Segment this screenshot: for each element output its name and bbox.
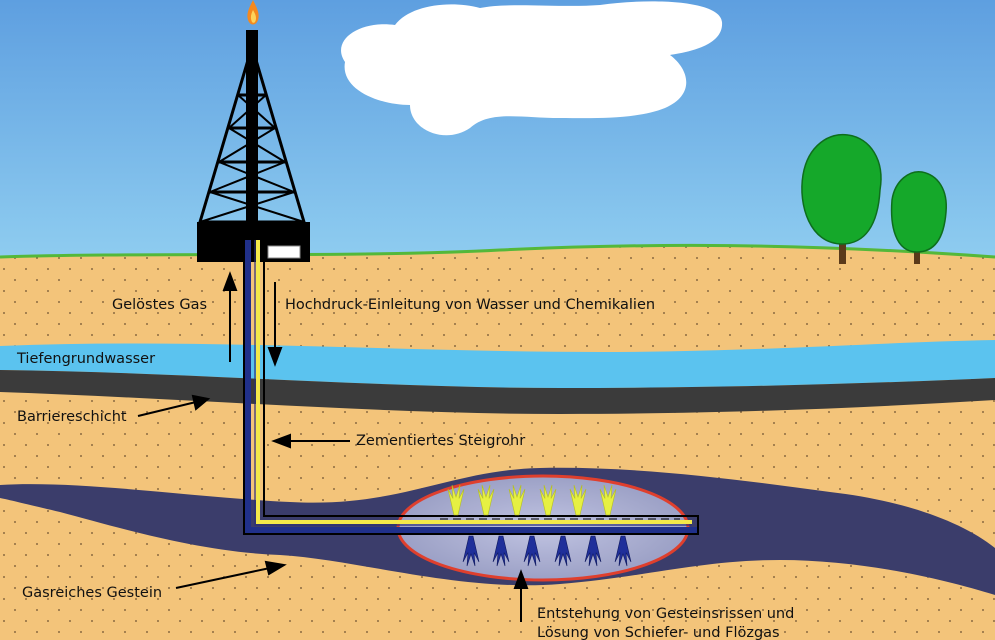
fracture-spark-lower — [462, 535, 480, 567]
tree-left — [801, 133, 882, 264]
fracture-symbols-lower — [462, 535, 632, 567]
flame-core — [250, 10, 256, 23]
label-deep-groundwater: Tiefengrundwasser — [17, 351, 156, 367]
fracture-symbols-upper — [447, 484, 617, 516]
well-casing — [243, 262, 699, 535]
label-barrier-layer: Barriereschicht — [17, 409, 127, 425]
drilling-derrick — [197, 30, 310, 262]
arrows — [137, 271, 529, 622]
arrow-injection-down-head — [267, 347, 283, 367]
fracture-spark-lower — [614, 535, 632, 567]
label-gas-rich-rock: Gasreiches Gestein — [22, 585, 163, 601]
grass-line — [0, 243, 995, 259]
well-pipe-inner — [256, 240, 692, 524]
arrow-riser-head — [271, 433, 291, 449]
label-dissolved-gas: Gelöstes Gas — [112, 297, 208, 313]
fracture-spark-upper — [477, 484, 495, 516]
arrow-gas-rock-head — [264, 560, 287, 576]
fracture-spark-lower — [554, 535, 572, 567]
label-cemented-riser: Zementiertes Steigrohr — [356, 433, 526, 449]
fracture-spark-lower — [584, 535, 602, 567]
fracture-spark-upper — [569, 484, 587, 516]
cloud — [341, 1, 723, 136]
arrow-barrier — [137, 401, 197, 417]
fracture-spark-upper — [447, 484, 465, 516]
label-fracture-line2: Lösung von Schiefer- und Flözgas — [537, 625, 780, 640]
arrow-barrier-head — [191, 394, 211, 411]
well-pipe-outer — [245, 240, 698, 533]
fracture-spark-upper — [539, 484, 557, 516]
label-fracture-line1: Entstehung von Gesteinsrissen und — [537, 606, 795, 622]
tree-right — [890, 171, 947, 264]
well-pipe-inner-edge — [254, 240, 692, 526]
arrow-fracture-up-head — [513, 569, 529, 589]
arrow-gas-up-head — [222, 271, 238, 291]
fracture-spark-lower — [492, 535, 510, 567]
label-high-pressure-injection: Hochdruck-Einleitung von Wasser und Chem… — [285, 297, 656, 313]
fracture-spark-lower — [523, 535, 541, 567]
fracture-spark-upper — [599, 484, 617, 516]
arrow-gas-rock — [175, 567, 271, 589]
fracture-spark-upper — [508, 484, 526, 516]
